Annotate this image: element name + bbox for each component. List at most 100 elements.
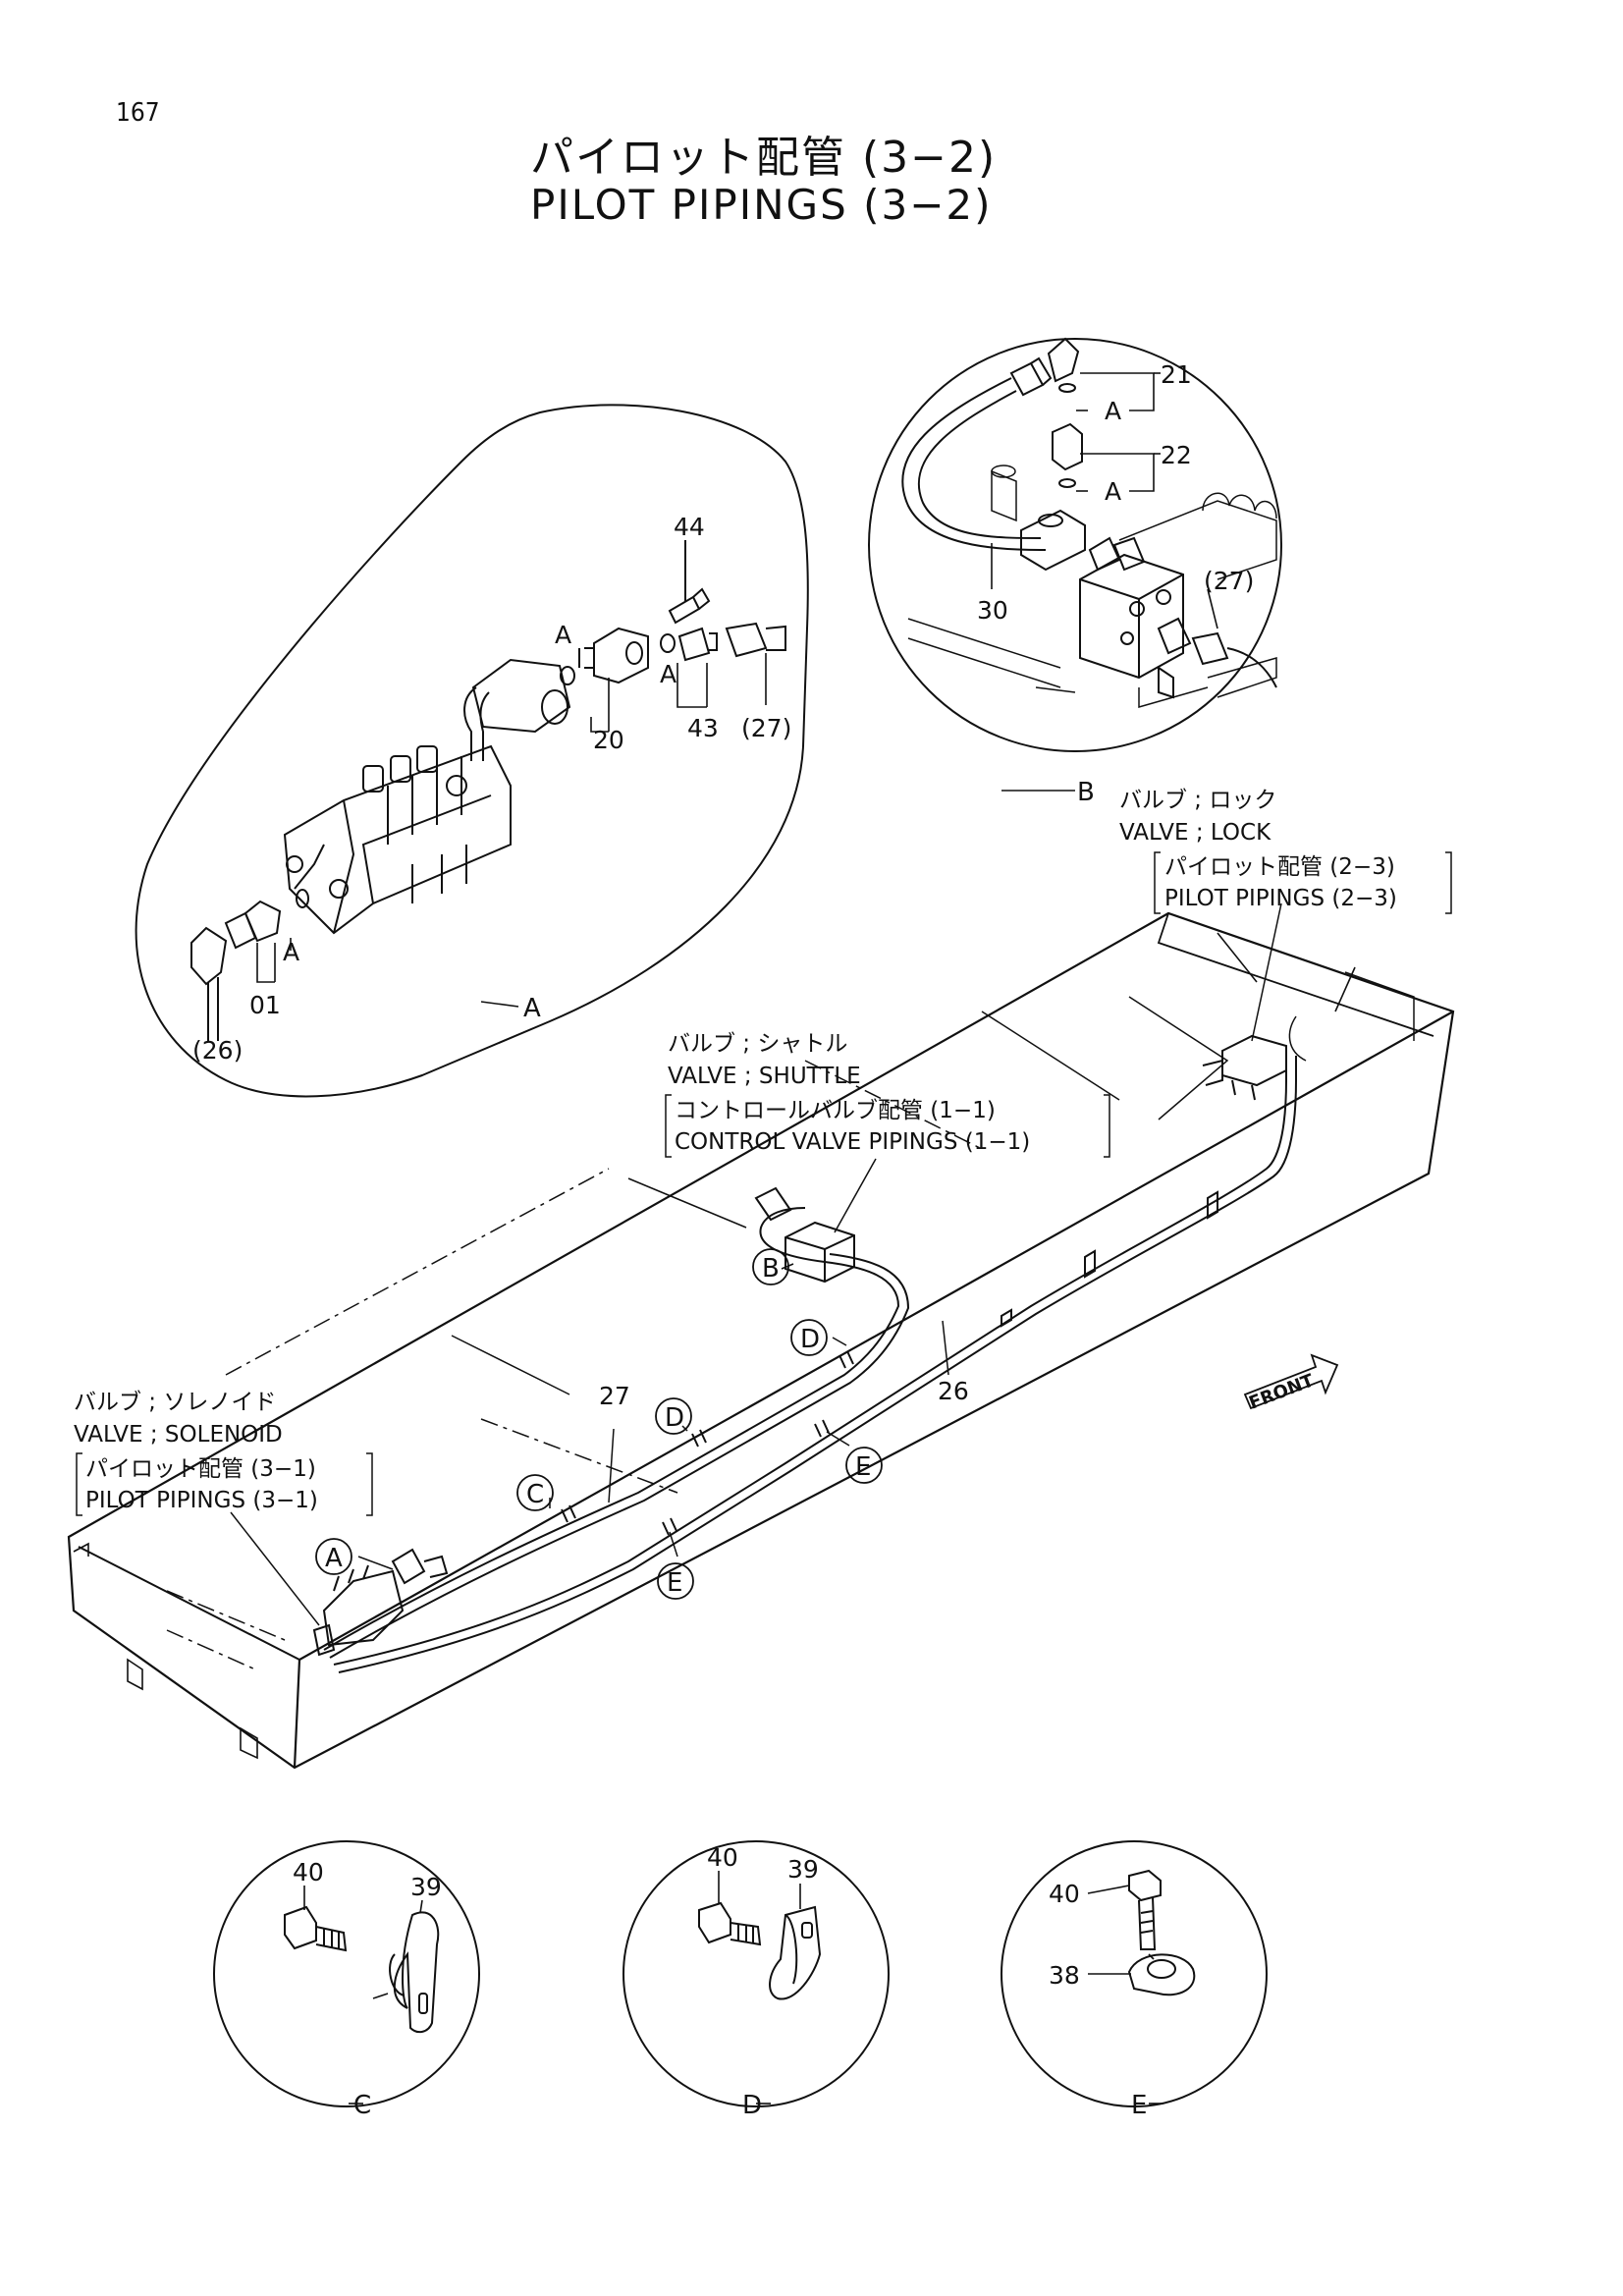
detail-a-oring-ref: A	[555, 621, 571, 649]
pipe-runs	[323, 1056, 1297, 1673]
detail-a-part-20: 20	[593, 726, 624, 754]
detail-e-label: E	[1131, 2091, 1147, 2120]
marker-d	[655, 1397, 692, 1435]
detail-e-outline	[1001, 1840, 1268, 2107]
marker-e	[657, 1562, 694, 1600]
detail-b-part-27: (27)	[1204, 567, 1254, 595]
detail-d-label: D	[742, 2091, 762, 2120]
detail-b-part-21: 21	[1161, 360, 1192, 389]
detail-e-part-38: 38	[1049, 1961, 1080, 1990]
detail-e-bolt	[1128, 1869, 1162, 1950]
solenoid-valve	[312, 1548, 449, 1657]
marker-e-label: E	[855, 1452, 871, 1482]
detail-b-label: B	[1077, 778, 1095, 807]
front-arrow: FRONT	[1243, 1353, 1339, 1414]
detail-b-oring-ref: A	[1105, 397, 1121, 425]
part-44-bleeder	[668, 540, 711, 625]
pipe-27	[323, 1207, 900, 1651]
marker-d	[790, 1319, 828, 1356]
detail-a-oring-ref: A	[283, 938, 299, 966]
detail-a: 44 20 43 (27) 01 (26) A A A A	[135, 404, 809, 1098]
marker-d-label: D	[800, 1325, 820, 1354]
marker-b	[752, 1248, 789, 1285]
part-30-hose	[901, 377, 1046, 551]
callout-solenoid-valve: バルブ ; ソレノイド VALVE ; SOLENOID パイロット配管 (3−…	[74, 1390, 318, 1513]
detail-c-label: C	[353, 2091, 371, 2120]
callout-lock-ref-en: PILOT PIPINGS (2−3)	[1164, 886, 1397, 911]
detail-c-part-40: 40	[293, 1858, 324, 1886]
marker-a	[315, 1538, 352, 1575]
detail-a-oring-ref: A	[660, 660, 676, 688]
shuttle-valve	[754, 1186, 855, 1284]
detail-d-leaders	[718, 1871, 801, 2105]
page-number: 167	[116, 98, 160, 128]
callout-solenoid-ref-jp: パイロット配管 (3−1)	[85, 1456, 316, 1482]
detail-a-part-43: 43	[687, 714, 719, 742]
detail-a-part-01: 01	[249, 991, 281, 1019]
part-26-elbow	[190, 926, 228, 1041]
detail-e-clamp	[1127, 1953, 1196, 1996]
part-27-hose-end	[725, 622, 786, 658]
detail-b-outline	[868, 338, 1282, 752]
detail-c-bolt	[284, 1905, 348, 1952]
detail-a-part-44: 44	[674, 513, 705, 541]
part-20-fitting	[560, 627, 649, 685]
page-title-japanese: パイロット配管 (3−2)	[530, 133, 998, 183]
detail-d-clamp	[769, 1905, 822, 2000]
elbow-fitting-upper	[463, 658, 571, 761]
marker-d-label: D	[665, 1403, 684, 1433]
marker-c	[516, 1474, 554, 1511]
callout-lock-valve: バルブ ; ロック VALVE ; LOCK パイロット配管 (2−3) PIL…	[1119, 788, 1397, 911]
detail-a-outline	[135, 404, 809, 1098]
callout-leaders	[230, 902, 1282, 1626]
detail-c: 40 39 C	[213, 1840, 480, 2120]
control-valve-block	[283, 744, 512, 935]
detail-c-clamp	[389, 1911, 440, 2034]
marker-c-label: C	[526, 1480, 544, 1509]
marker-a-label: A	[325, 1544, 343, 1573]
marker-e-label: E	[667, 1568, 682, 1598]
main-part-27: 27	[599, 1382, 630, 1410]
part-01-fitting	[224, 889, 309, 950]
part-43-adapter	[660, 627, 718, 662]
callout-shuttle-valve: バルブ ; シャトル VALVE ; SHUTTLE コントロールバルブ配管 (…	[668, 1031, 1030, 1155]
callout-solenoid-ref-en: PILOT PIPINGS (3−1)	[85, 1488, 318, 1513]
part-22-adapter	[1052, 422, 1083, 471]
detail-b-part-22: 22	[1161, 441, 1192, 469]
lock-valve-body	[1020, 509, 1277, 699]
detail-c-part-39: 39	[410, 1873, 442, 1901]
detail-a-part-27: (27)	[741, 714, 791, 742]
detail-b-part-30: 30	[977, 596, 1008, 625]
detail-a-leaders	[217, 653, 767, 1036]
detail-d: 40 39 D	[622, 1840, 890, 2120]
callout-lock-en: VALVE ; LOCK	[1119, 820, 1271, 846]
callout-solenoid-en: VALVE ; SOLENOID	[74, 1422, 283, 1448]
callout-shuttle-jp: バルブ ; シャトル	[668, 1031, 847, 1057]
detail-c-outline	[213, 1840, 480, 2107]
main-part-26: 26	[938, 1377, 969, 1405]
callout-shuttle-ref-en: CONTROL VALVE PIPINGS (1−1)	[675, 1129, 1030, 1155]
part-21-elbow	[1047, 337, 1080, 383]
section-markers: A B C D D E E	[315, 1248, 883, 1600]
callout-solenoid-jp: バルブ ; ソレノイド	[74, 1390, 276, 1415]
detail-b-oring-ref: A	[1105, 477, 1121, 506]
lock-valve	[1202, 1034, 1287, 1101]
callout-lock-ref-jp: パイロット配管 (2−3)	[1164, 854, 1395, 880]
detail-c-leaders	[303, 1886, 423, 2105]
marker-b-label: B	[762, 1254, 780, 1284]
detail-b: 21 22 30 (27) A A B	[868, 337, 1282, 807]
detail-b-background	[907, 465, 1277, 708]
callout-lock-jp: バルブ ; ロック	[1119, 788, 1276, 813]
detail-a-part-26: (26)	[192, 1036, 243, 1065]
pipe-26	[333, 1056, 1287, 1666]
detail-d-part-39: 39	[787, 1855, 819, 1884]
detail-b-leaders	[991, 372, 1218, 792]
page-title-english: PILOT PIPINGS (3−2)	[530, 181, 993, 229]
callout-shuttle-ref-jp: コントロールバルブ配管 (1−1)	[675, 1098, 996, 1123]
detail-d-part-40: 40	[707, 1843, 738, 1872]
detail-e-leaders	[1087, 1885, 1163, 2105]
main-frame	[67, 911, 1455, 1770]
front-label: FRONT	[1246, 1370, 1317, 1414]
